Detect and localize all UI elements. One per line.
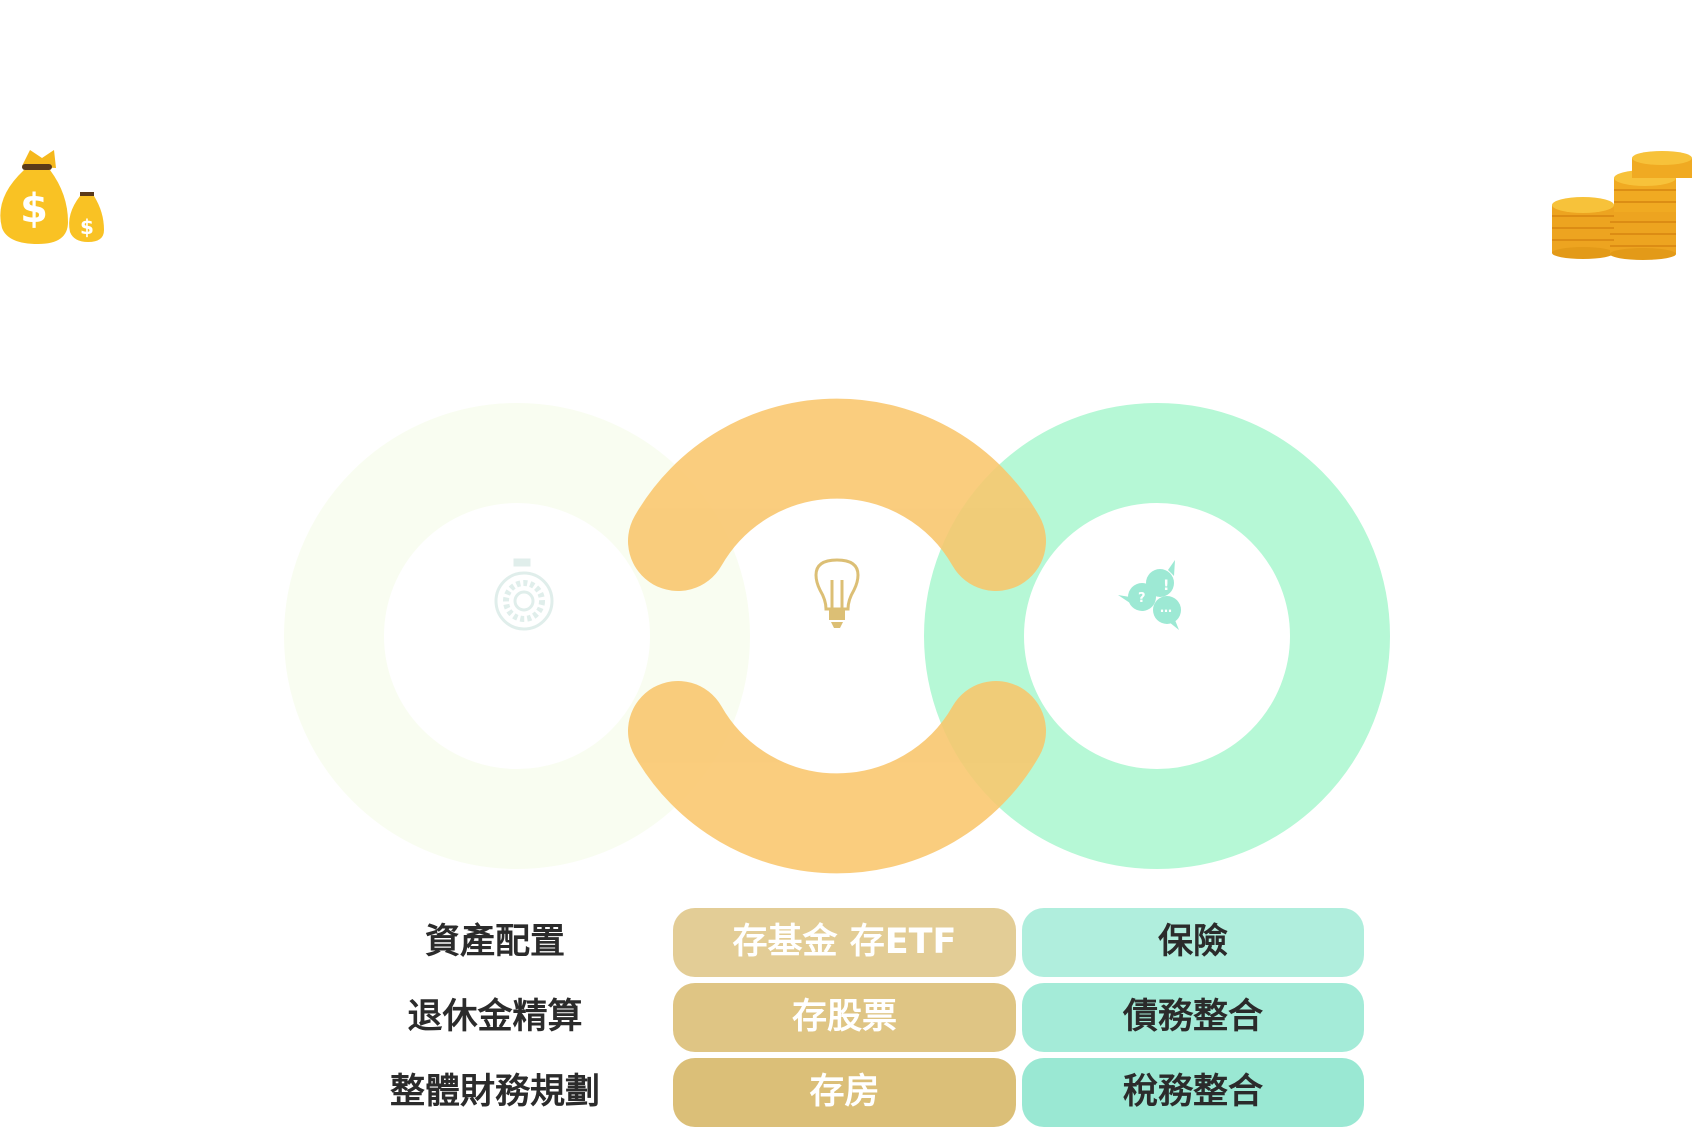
money-bags-icon: $ $ bbox=[0, 150, 104, 244]
stopwatch-gear-icon bbox=[494, 558, 554, 631]
svg-text:!: ! bbox=[1163, 578, 1169, 594]
speech-bubbles-icon: ! ? … bbox=[1118, 560, 1181, 630]
rings-diagram: ! ? … bbox=[284, 398, 1390, 874]
row-label-financial-planning: 整體財務規劃 bbox=[389, 1072, 600, 1112]
left-ring bbox=[284, 403, 750, 869]
middle-ring-bottom-arc bbox=[628, 681, 1046, 874]
cell-real-estate[interactable]: 存房 bbox=[673, 1058, 1016, 1127]
lightbulb-icon bbox=[814, 558, 860, 628]
cell-insurance[interactable]: 保險 bbox=[1022, 908, 1364, 977]
svg-text:$: $ bbox=[20, 186, 48, 232]
svg-text:?: ? bbox=[1138, 591, 1146, 606]
middle-ring-top-arc bbox=[628, 398, 1046, 591]
cell-tax-integration[interactable]: 稅務整合 bbox=[1022, 1058, 1364, 1127]
row-label-asset-allocation: 資產配置 bbox=[424, 922, 565, 962]
svg-text:…: … bbox=[1160, 601, 1172, 615]
cell-debt-consolidation[interactable]: 債務整合 bbox=[1022, 983, 1364, 1052]
cell-stocks[interactable]: 存股票 bbox=[673, 983, 1016, 1052]
right-ring bbox=[924, 403, 1390, 869]
svg-text:$: $ bbox=[80, 215, 94, 239]
row-label-retirement: 退休金精算 bbox=[407, 997, 583, 1037]
cell-funds-etf[interactable]: 存基金 存ETF bbox=[673, 908, 1016, 977]
coin-stacks-icon bbox=[1552, 151, 1692, 260]
